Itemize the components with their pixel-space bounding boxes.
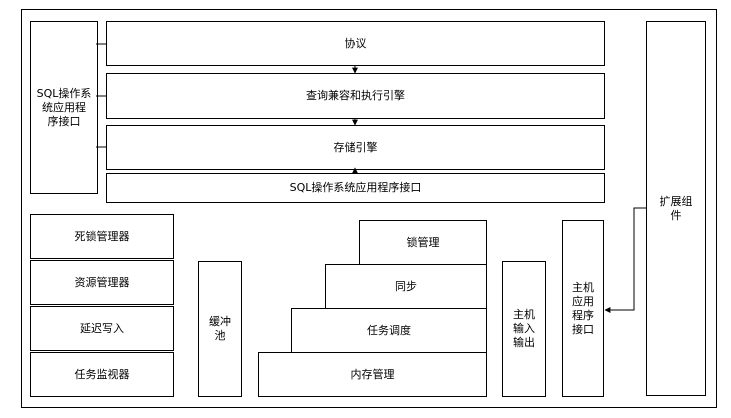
task-monitor-box: 任务监视器 bbox=[30, 352, 174, 397]
deadlock-manager-box: 死锁管理器 bbox=[30, 214, 174, 259]
buffer-pool-box: 缓冲 池 bbox=[198, 261, 242, 397]
lock-manager-box: 锁管理 bbox=[359, 220, 487, 265]
lazy-writer-box: 延迟写入 bbox=[30, 306, 174, 351]
storage-engine-box: 存储引擎 bbox=[106, 125, 605, 170]
task-scheduling-box: 任务调度 bbox=[291, 308, 487, 353]
sync-box: 同步 bbox=[325, 264, 487, 309]
memory-manager-box: 内存管理 bbox=[258, 352, 487, 397]
host-api-box: 主机 应用 程序 接口 bbox=[562, 220, 604, 397]
protocol-box: 协议 bbox=[106, 21, 605, 66]
sql-os-api-left-box: SQL操作系 统应用程 序接口 bbox=[30, 21, 98, 194]
arrow-extension-to-host-api bbox=[604, 207, 646, 313]
extension-box: 扩展组 件 bbox=[646, 21, 706, 396]
sql-os-api-bar: SQL操作系统应用程序接口 bbox=[106, 173, 605, 203]
diagram-frame bbox=[21, 9, 717, 408]
host-io-box: 主机 输入 输出 bbox=[502, 261, 546, 397]
query-engine-box: 查询兼容和执行引擎 bbox=[106, 73, 605, 119]
resource-manager-box: 资源管理器 bbox=[30, 260, 174, 305]
